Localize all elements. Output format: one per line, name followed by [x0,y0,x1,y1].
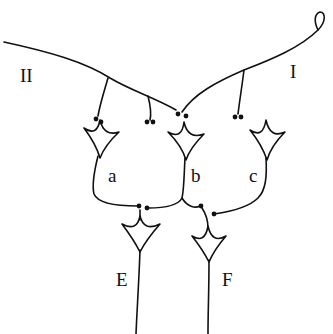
part-label: F [222,270,233,289]
fiber-branch [238,70,244,114]
fiber-branch [148,96,151,120]
nerve-fiber [4,42,176,110]
dendrite [202,208,208,228]
synapse-boutons [94,112,244,217]
part-label: a [108,166,116,185]
fiber-branch [98,78,108,116]
neuron-body [192,226,226,262]
neuron-body [168,122,204,160]
axon-branch [182,198,200,207]
axon [136,250,140,334]
axon [93,156,138,206]
axon [148,158,185,208]
neuron-body [122,216,160,252]
fiber-loop [315,12,324,30]
neuron-body [250,120,285,160]
nerve-fiber [182,30,318,112]
part-label: E [116,270,128,289]
neuron-body [84,120,119,158]
part-label: b [191,166,201,185]
part-label: I [290,62,296,81]
axon [214,158,266,214]
axon [208,260,209,334]
part-label: II [20,66,33,85]
part-label: c [249,166,257,185]
